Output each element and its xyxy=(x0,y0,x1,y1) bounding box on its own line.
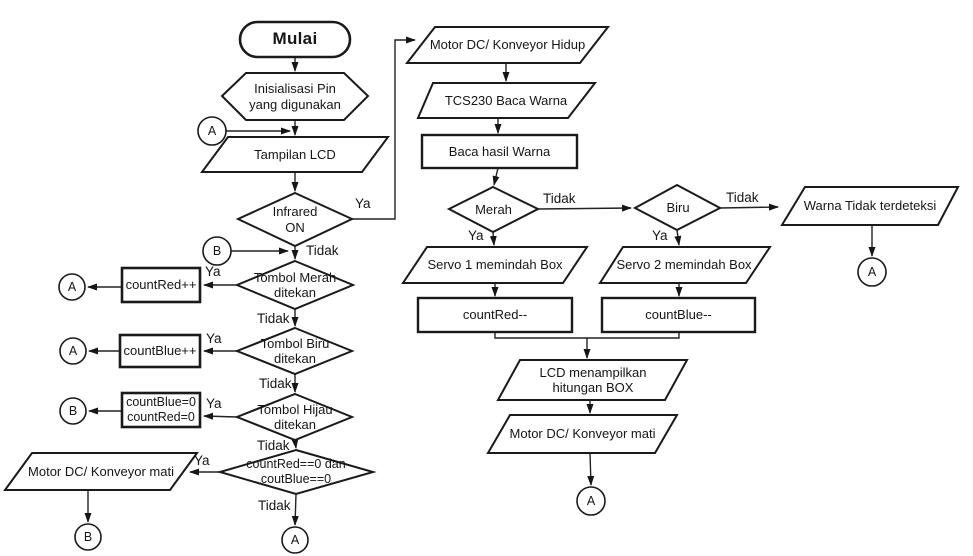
process-count-blue-dec-shape xyxy=(600,296,757,334)
edge-biru-ya xyxy=(674,229,682,246)
io-tcs230-shape xyxy=(416,82,598,119)
decision-count-check-shape xyxy=(216,448,377,496)
label-tidak-biru: Tidak xyxy=(726,190,759,205)
edge-hijau-btn-tidak xyxy=(291,438,299,449)
decision-biru-label: Biru xyxy=(666,199,690,215)
connector-b-bottom-shape xyxy=(74,523,102,551)
label-ya-biru: Ya xyxy=(652,228,668,243)
node-tampilan-lcd-label: Tampilan LCD xyxy=(254,146,336,162)
decision-infrared-shape xyxy=(235,191,355,248)
label-ya-tombol-hijau: Ya xyxy=(206,396,222,411)
connector-a-blue-label: A xyxy=(68,344,78,358)
decision-merah-shape xyxy=(446,185,541,234)
preparation-init-shape xyxy=(220,72,370,121)
label-ya-tombol-merah: Ya xyxy=(205,264,221,279)
process-count-reset-shape xyxy=(120,391,202,429)
connector-b-mid-label: B xyxy=(212,244,222,258)
process-count-red-dec-shape xyxy=(416,296,574,334)
node-servo1-label: Servo 1 memindah Box xyxy=(427,257,563,273)
io-warna-tidak-shape xyxy=(780,186,960,226)
process-count-red-inc-shape xyxy=(120,266,202,304)
node-motor-hidup-label: Motor DC/ Konveyor Hidup xyxy=(429,37,586,53)
connector-b-mid-shape xyxy=(202,236,232,266)
process-count-blue-inc-shape xyxy=(118,333,202,369)
node-servo2-label: Servo 2 memindah Box xyxy=(616,257,752,273)
edge-motormati-a xyxy=(587,452,595,486)
connector-a-right-bottom-label: A xyxy=(586,494,596,508)
connector-b-bottom-label: B xyxy=(83,530,93,544)
connector-a-top-shape xyxy=(197,116,227,146)
label-tidak-infrared: Tidak xyxy=(306,243,339,258)
connector-a-red-shape xyxy=(58,273,86,301)
decision-tombol-hijau-label: Tombol Hijau ditekan xyxy=(257,401,333,432)
node-motor-mati-left-label: Motor DC/ Konveyor mati xyxy=(28,463,174,479)
decision-infrared-label: Infrared ON xyxy=(272,204,318,235)
edge-infrared-ya xyxy=(352,36,416,220)
label-tidak-count-check: Tidak xyxy=(258,498,291,513)
decision-tombol-hijau-shape xyxy=(234,392,355,442)
connector-a-red-label: A xyxy=(67,280,77,294)
edge-merah-tidak xyxy=(537,204,632,212)
node-baca-hasil-label: Baca hasil Warna xyxy=(448,143,551,159)
connector-a-bottom-label: A xyxy=(290,533,300,547)
node-motor-mati-right-label: Motor DC/ Konveyor mati xyxy=(509,426,656,442)
node-count-red-dec-label: countRed-- xyxy=(462,307,528,323)
connector-a-top-label: A xyxy=(207,124,217,138)
process-baca-hasil-shape xyxy=(420,133,579,170)
io-motor-mati-right-shape xyxy=(486,414,679,454)
io-lcd-hitungan-shape xyxy=(496,359,689,401)
io-motor-mati-left-shape xyxy=(3,452,199,491)
decision-biru-shape xyxy=(632,183,723,232)
io-tampilan-lcd-shape xyxy=(200,136,390,173)
edge-hijau-btn-ya xyxy=(203,412,238,420)
edge-biru-tidak xyxy=(719,203,779,211)
node-count-reset-label: countBlue=0 countRed=0 xyxy=(126,395,196,424)
io-servo1-shape xyxy=(401,246,589,284)
node-count-blue-inc-label: countBlue++ xyxy=(123,343,197,359)
label-tidak-tombol-hijau: Tidak xyxy=(257,438,290,453)
node-warna-tidak-label: Warna Tidak terdeteksi xyxy=(803,198,937,214)
decision-tombol-biru-label: Tombol Biru ditekan xyxy=(260,335,330,366)
node-mulai-label: Mulai xyxy=(272,29,318,49)
node-count-red-inc-label: countRed++ xyxy=(125,277,197,293)
label-tidak-tombol-merah: Tidak xyxy=(257,311,290,326)
label-ya-tombol-biru: Ya xyxy=(206,331,222,346)
decision-count-check-label: countRed==0 dan coutBlue==0 xyxy=(246,457,346,486)
io-servo2-shape xyxy=(598,246,772,284)
decision-tombol-merah-shape xyxy=(234,259,356,311)
io-motor-hidup-shape xyxy=(404,26,611,64)
connector-a-bottom-shape xyxy=(281,526,309,554)
edge-check-tidak xyxy=(291,493,299,526)
connector-b-green-label: B xyxy=(68,404,78,418)
label-ya-merah: Ya xyxy=(468,228,484,243)
edge-merah-ya xyxy=(489,231,497,246)
edge-baca-merah xyxy=(492,167,500,186)
terminator-mulai-shape xyxy=(238,20,352,59)
decision-merah-label: Merah xyxy=(475,201,512,217)
connector-a-warna-shape xyxy=(857,257,887,287)
node-init-pin-label: Inisialisasi Pin yang digunakan xyxy=(249,81,341,112)
connector-a-blue-shape xyxy=(59,337,87,365)
connector-a-right-bottom-shape xyxy=(576,486,606,516)
label-ya-infrared: Ya xyxy=(355,196,371,211)
label-ya-count-check: Ya xyxy=(194,453,210,468)
decision-tombol-merah-label: Tombol Merah ditekan xyxy=(253,269,337,300)
connector-a-warna-label: A xyxy=(867,265,877,279)
label-tidak-merah: Tidak xyxy=(543,191,576,206)
decision-tombol-biru-shape xyxy=(234,326,355,376)
node-lcd-hitungan-label: LCD menampilkan hitungan BOX xyxy=(539,364,647,395)
node-tcs230-label: TCS230 Baca Warna xyxy=(444,92,568,108)
node-count-blue-dec-label: countBlue-- xyxy=(645,307,712,323)
connector-b-green-shape xyxy=(59,397,87,425)
label-tidak-tombol-biru: Tidak xyxy=(259,376,292,391)
